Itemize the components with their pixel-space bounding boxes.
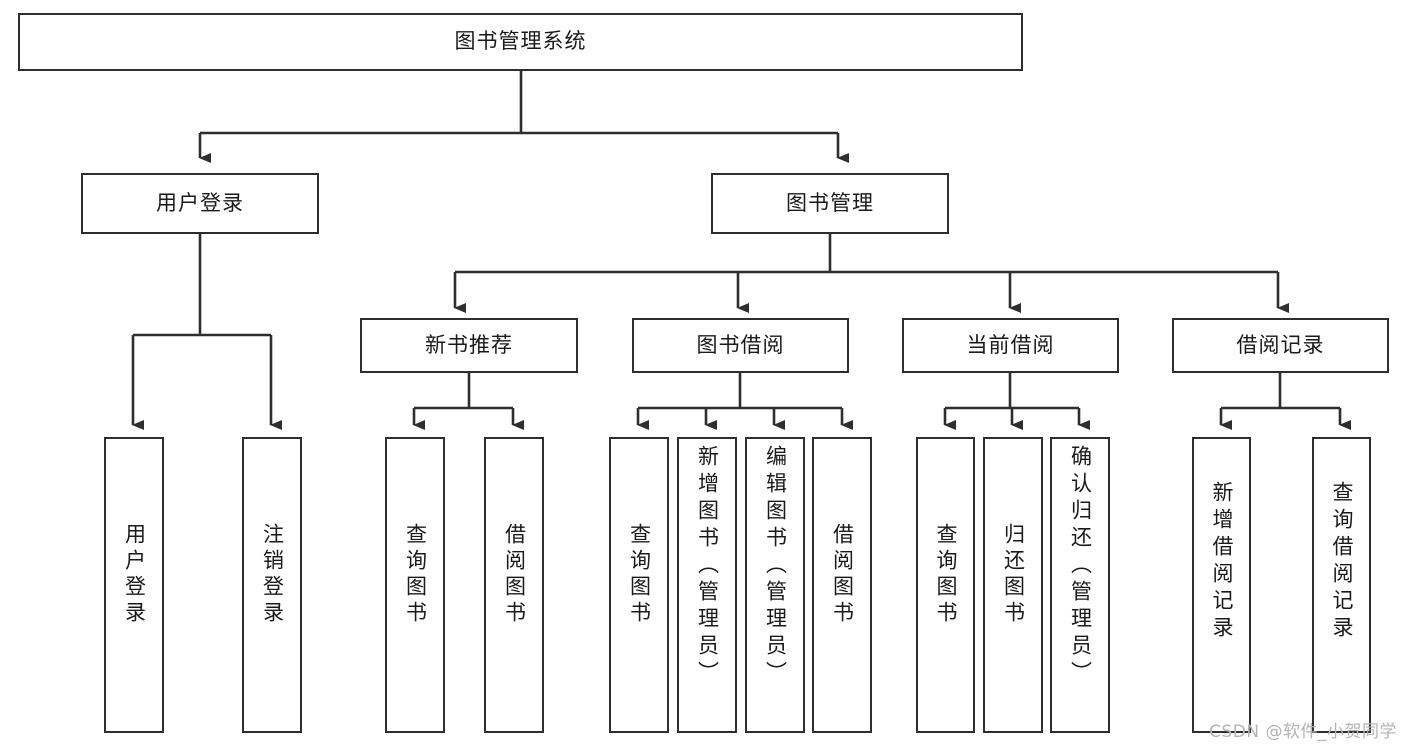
leaf-borrow-edit-book-admin[interactable]: 编辑图书（管理员） xyxy=(745,437,805,733)
node-label: 归还图书 xyxy=(1001,523,1026,627)
node-label: 查询图书 xyxy=(403,523,428,627)
leaf-borrow-borrow-book[interactable]: 借阅图书 xyxy=(812,437,872,733)
node-label: 当前借阅 xyxy=(966,332,1055,357)
leaf-borrow-add-book-admin[interactable]: 新增图书（管理员） xyxy=(677,437,737,733)
watermark-text: CSDN @软件_小贺同学 xyxy=(1209,722,1397,742)
node-current-borrow[interactable]: 当前借阅 xyxy=(902,318,1119,373)
leaf-recommend-borrow-book[interactable]: 借阅图书 xyxy=(484,437,544,733)
node-new-book-recommendation[interactable]: 新书推荐 xyxy=(360,318,578,373)
node-label: 图书管理系统 xyxy=(454,29,587,54)
leaf-user-login-signin[interactable]: 用户登录 xyxy=(104,437,164,733)
node-label: 新增图书（管理员） xyxy=(695,445,720,688)
node-book-borrow[interactable]: 图书借阅 xyxy=(632,318,849,373)
node-label: 查询借阅记录 xyxy=(1330,481,1354,643)
leaf-current-confirm-return-admin[interactable]: 确认归还（管理员） xyxy=(1050,437,1110,733)
leaf-record-add-record[interactable]: 新增借阅记录 xyxy=(1192,437,1251,733)
node-borrow-record[interactable]: 借阅记录 xyxy=(1172,318,1389,373)
node-label: 确认归还（管理员） xyxy=(1068,445,1093,688)
leaf-current-query-book[interactable]: 查询图书 xyxy=(916,437,975,733)
node-user-login[interactable]: 用户登录 xyxy=(81,173,319,234)
node-label: 查询图书 xyxy=(627,523,652,627)
node-label: 用户登录 xyxy=(156,190,244,215)
leaf-record-query-record[interactable]: 查询借阅记录 xyxy=(1312,437,1371,733)
node-label: 新书推荐 xyxy=(425,332,513,357)
node-root-book-management-system[interactable]: 图书管理系统 xyxy=(18,13,1023,71)
node-label: 借阅图书 xyxy=(502,523,527,627)
node-label: 图书借阅 xyxy=(696,332,785,357)
leaf-borrow-query-book[interactable]: 查询图书 xyxy=(609,437,669,733)
node-book-management[interactable]: 图书管理 xyxy=(711,173,949,234)
node-label: 查询图书 xyxy=(934,523,958,627)
node-label: 用户登录 xyxy=(122,523,147,627)
leaf-recommend-query-book[interactable]: 查询图书 xyxy=(385,437,445,733)
node-label: 图书管理 xyxy=(786,190,874,215)
leaf-user-login-signout[interactable]: 注销登录 xyxy=(242,437,302,733)
node-label: 借阅记录 xyxy=(1236,332,1325,357)
node-label: 借阅图书 xyxy=(830,523,855,627)
node-label: 新增借阅记录 xyxy=(1210,481,1234,643)
node-label: 编辑图书（管理员） xyxy=(763,445,788,688)
node-label: 注销登录 xyxy=(260,523,285,627)
leaf-current-return-book[interactable]: 归还图书 xyxy=(983,437,1043,733)
